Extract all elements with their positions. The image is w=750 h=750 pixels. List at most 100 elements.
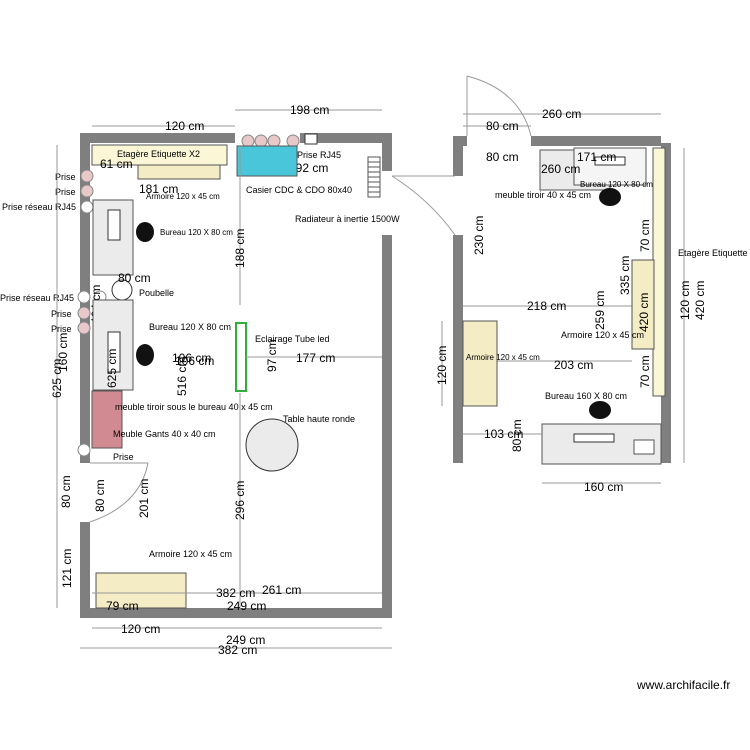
network-outlet-icon bbox=[80, 200, 94, 214]
armoire-bottom-label: Armoire 120 x 45 cm bbox=[149, 549, 232, 559]
dim-192: 192 cm bbox=[289, 161, 328, 175]
dim-121: 121 cm bbox=[60, 549, 74, 588]
radiateur-label: Radiateur à inertie 1500W bbox=[295, 214, 400, 224]
dim-382-b: 382 cm bbox=[218, 643, 257, 657]
dim-79: 79 cm bbox=[106, 599, 139, 613]
dim-198: 198 cm bbox=[290, 103, 329, 117]
dim-260-top: 260 cm bbox=[542, 107, 581, 121]
dim-188: 188 cm bbox=[233, 229, 247, 268]
prise-bottom-label: Prise bbox=[113, 452, 134, 462]
dim-249-b: 249 cm bbox=[226, 633, 265, 647]
dim-260-b: 260 cm bbox=[541, 162, 580, 176]
keyboard-icon bbox=[107, 331, 121, 373]
outlet-icon bbox=[77, 443, 91, 457]
meuble-gants bbox=[91, 390, 123, 449]
dim-203: 203 cm bbox=[554, 358, 593, 372]
bureau-bottom-label: Bureau 160 X 80 cm bbox=[545, 391, 627, 401]
outlet-icon bbox=[254, 134, 268, 148]
chair-icon bbox=[136, 344, 154, 366]
etagere-etiquette-right bbox=[652, 147, 666, 397]
outlet-icon bbox=[286, 134, 300, 148]
outlet-icon bbox=[80, 169, 94, 183]
dim-80-door-b: 80 cm bbox=[93, 479, 107, 512]
monitor-icon bbox=[633, 439, 655, 455]
left-room: 198 cm 120 cm Etagère Etiquette X2 61 cm… bbox=[0, 103, 456, 657]
left-room-wall-right-b bbox=[382, 235, 392, 618]
dim-259: 259 cm bbox=[593, 291, 607, 330]
dim-625-inner: 625 cm bbox=[105, 349, 119, 388]
dim-420-inner: 420 cm bbox=[637, 293, 651, 332]
dim-420-right: 420 cm bbox=[693, 281, 707, 320]
dim-106b: 106 cm bbox=[175, 354, 214, 368]
eclairage-tube bbox=[235, 322, 247, 392]
dim-80-poubelle: 80 cm bbox=[118, 271, 151, 285]
dim-261: 261 cm bbox=[262, 583, 301, 597]
radiator-icon bbox=[367, 156, 381, 198]
eclairage-label: Eclairage Tube led bbox=[255, 334, 330, 344]
prise-reseau-2-label: Prise réseau RJ45 bbox=[0, 293, 74, 303]
armoire-left bbox=[462, 320, 498, 407]
prise-4-label: Prise bbox=[51, 324, 72, 334]
outlet-icon bbox=[267, 134, 281, 148]
chair-icon bbox=[589, 401, 611, 419]
left-room-wall-top-a bbox=[80, 133, 235, 143]
right-door-arc bbox=[466, 75, 532, 137]
prise-2-label: Prise bbox=[55, 187, 76, 197]
dim-70-bottom: 70 cm bbox=[638, 355, 652, 388]
armoire-bottom bbox=[95, 572, 187, 609]
dim-181: 181 cm bbox=[139, 182, 178, 196]
right-room-wall-left-a bbox=[453, 143, 463, 176]
left-outlets-top bbox=[80, 169, 94, 214]
bureau-1-label: Bureau 120 X 80 cm bbox=[160, 228, 233, 237]
dim-382-a: 382 cm bbox=[216, 586, 255, 600]
dim-516: 516 cm bbox=[175, 357, 189, 396]
poubelle-label: Poubelle bbox=[139, 288, 174, 298]
armoire-right bbox=[631, 259, 655, 350]
right-room-wall-right bbox=[661, 143, 671, 463]
dim-106: 106 cm bbox=[172, 351, 211, 365]
table-haute-ronde bbox=[245, 418, 299, 472]
armoire-left-label: Armoire 120 x 45 cm bbox=[466, 353, 540, 362]
dim-97: 97 cm bbox=[265, 339, 279, 372]
keyboard-icon bbox=[573, 433, 615, 443]
prise-1-label: Prise bbox=[55, 172, 76, 182]
dim-120-left: 120 cm bbox=[435, 346, 449, 385]
table-ronde-label: Table haute ronde bbox=[283, 414, 355, 424]
dim-103: 103 cm bbox=[484, 427, 523, 441]
left-room-wall-top-b bbox=[300, 133, 392, 143]
left-door-arc bbox=[89, 462, 149, 523]
bureau-2-label: Bureau 120 X 80 cm bbox=[149, 322, 231, 332]
dim-61: 61 cm bbox=[100, 157, 133, 171]
rj45-icon bbox=[304, 133, 318, 145]
dim-160: 160 cm bbox=[56, 333, 70, 372]
prise-rj45-top-label: Prise RJ45 bbox=[297, 150, 341, 160]
dim-625-outer: 625 cm bbox=[50, 359, 64, 398]
dim-171: 171 cm bbox=[577, 150, 616, 164]
dim-249-a: 249 cm bbox=[227, 599, 266, 613]
dim-120-right: 120 cm bbox=[678, 281, 692, 320]
left-room-wall-right-a bbox=[382, 133, 392, 171]
dim-80-b: 80 cm bbox=[486, 150, 519, 164]
right-room-wall-top-b bbox=[531, 136, 661, 146]
dim-177: 177 cm bbox=[296, 351, 335, 365]
passage-door-arc bbox=[391, 175, 456, 236]
etagere-label: Etagère Etiquette X2 bbox=[117, 149, 200, 159]
meuble-tiroir-label: meuble tiroir sous le bureau 40 x 45 cm bbox=[115, 402, 273, 412]
meuble-gants-label: Meuble Gants 40 x 40 cm bbox=[113, 429, 216, 439]
outlet-icon bbox=[241, 134, 255, 148]
prise-3-label: Prise bbox=[51, 309, 72, 319]
dim-218: 218 cm bbox=[527, 299, 566, 313]
network-outlet-icon bbox=[77, 290, 91, 304]
outlet-icon bbox=[80, 184, 94, 198]
right-room: 260 cm 80 cm 80 cm 171 cm 260 cm Bureau … bbox=[435, 75, 748, 494]
chair-icon bbox=[599, 188, 621, 206]
prise-reseau-1-label: Prise réseau RJ45 bbox=[2, 202, 76, 212]
keyboard-icon bbox=[594, 156, 626, 166]
left-room-wall-left-b bbox=[80, 522, 90, 618]
armoire-top-label: Armoire 120 x 45 cm bbox=[146, 192, 220, 201]
keyboard-icon bbox=[107, 209, 121, 241]
outlet-icon bbox=[77, 321, 91, 335]
dim-80-bureau: 80 cm bbox=[510, 419, 524, 452]
dim-230: 230 cm bbox=[472, 216, 486, 255]
